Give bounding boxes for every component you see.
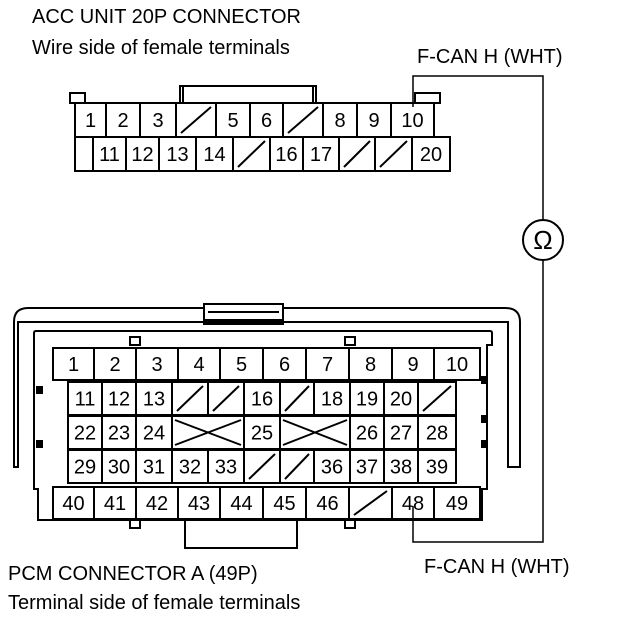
terminal-label: 25 bbox=[251, 423, 273, 445]
terminal-label: 13 bbox=[166, 144, 188, 166]
pcm-connector-subtitle: Terminal side of female terminals bbox=[8, 592, 301, 614]
empty-cavity-slash bbox=[176, 385, 204, 412]
terminal-label: 8 bbox=[365, 354, 376, 376]
terminal-label: 18 bbox=[321, 389, 343, 411]
ohmmeter-symbol bbox=[522, 219, 564, 261]
terminal-label: 22 bbox=[74, 423, 96, 445]
terminal-label: 26 bbox=[356, 423, 378, 445]
terminal-label: 40 bbox=[62, 493, 84, 515]
acc-connector-subtitle: Wire side of female terminals bbox=[32, 37, 290, 59]
empty-cavity-slash bbox=[379, 140, 408, 168]
terminal-label: 43 bbox=[188, 493, 210, 515]
terminal-label: 5 bbox=[227, 110, 238, 132]
terminal-label: 3 bbox=[152, 110, 163, 132]
terminal-label: 20 bbox=[390, 389, 412, 411]
terminal-label: 27 bbox=[390, 423, 412, 445]
terminal-label: 7 bbox=[322, 354, 333, 376]
terminal-label: 16 bbox=[275, 144, 297, 166]
blocked-cavity-x bbox=[174, 419, 242, 446]
terminal-label: 14 bbox=[203, 144, 225, 166]
terminal-label: 39 bbox=[426, 457, 448, 479]
terminal-label: 24 bbox=[143, 423, 165, 445]
acc-connector-title: ACC UNIT 20P CONNECTOR bbox=[32, 6, 301, 28]
terminal-label: 8 bbox=[334, 110, 345, 132]
empty-cavity-slash bbox=[237, 140, 266, 168]
acc-housing-outline bbox=[69, 85, 441, 137]
terminal-label: 4 bbox=[193, 354, 204, 376]
terminal-label: 33 bbox=[215, 457, 237, 479]
terminal-label: 12 bbox=[131, 144, 153, 166]
terminal-label: 10 bbox=[446, 354, 468, 376]
terminal-label: 9 bbox=[407, 354, 418, 376]
terminal-label: 42 bbox=[146, 493, 168, 515]
terminal-label: 12 bbox=[108, 389, 130, 411]
terminal-label: 5 bbox=[236, 354, 247, 376]
probe-wire bbox=[412, 75, 544, 543]
terminal-label: 19 bbox=[356, 389, 378, 411]
empty-cavity-slash bbox=[284, 453, 310, 480]
terminal-label: 36 bbox=[321, 457, 343, 479]
terminal-label: 20 bbox=[420, 144, 442, 166]
terminal-label: 1 bbox=[68, 354, 79, 376]
terminal-label: 30 bbox=[108, 457, 130, 479]
pcm-bottom-latch bbox=[184, 520, 298, 549]
empty-cavity-slash bbox=[284, 385, 310, 412]
terminal-label: 46 bbox=[316, 493, 338, 515]
terminal-label: 45 bbox=[273, 493, 295, 515]
empty-cavity-slash bbox=[287, 106, 319, 134]
terminal-label: 6 bbox=[261, 110, 272, 132]
terminal-label: 38 bbox=[390, 457, 412, 479]
empty-cavity-slash bbox=[212, 385, 240, 412]
terminal-label: 16 bbox=[251, 389, 273, 411]
terminal-label: 10 bbox=[401, 110, 423, 132]
terminal-label: 13 bbox=[143, 389, 165, 411]
terminal-label: 49 bbox=[446, 493, 468, 515]
terminal-label: 2 bbox=[109, 354, 120, 376]
terminal-label: 44 bbox=[230, 493, 252, 515]
probe-label-bottom: F-CAN H (WHT) bbox=[424, 556, 570, 578]
terminal-label: 48 bbox=[402, 493, 424, 515]
blocked-cavity-x bbox=[282, 419, 348, 446]
probe-label-top: F-CAN H (WHT) bbox=[417, 46, 563, 68]
terminal-label: 17 bbox=[310, 144, 332, 166]
terminal-label: 3 bbox=[151, 354, 162, 376]
empty-cavity-slash bbox=[343, 140, 371, 168]
terminal-label: 23 bbox=[108, 423, 130, 445]
ohmmeter-circuit: Ω bbox=[412, 75, 564, 543]
pcm-top-latch bbox=[203, 303, 284, 321]
empty-cavity-slash bbox=[422, 385, 452, 412]
terminal-label: 11 bbox=[75, 389, 96, 411]
terminal-label: 28 bbox=[426, 423, 448, 445]
terminal-label: 29 bbox=[74, 457, 96, 479]
terminal-label: 6 bbox=[279, 354, 290, 376]
terminal-label: 32 bbox=[179, 457, 201, 479]
pcm-inner-housing bbox=[33, 330, 493, 521]
empty-cavity-slash bbox=[248, 453, 276, 480]
terminal-label: 41 bbox=[104, 493, 126, 515]
pcm-connector-title: PCM CONNECTOR A (49P) bbox=[8, 563, 258, 585]
terminal-label: 11 bbox=[99, 144, 120, 166]
ohm-icon: Ω bbox=[533, 225, 552, 255]
pcm-outer-housing bbox=[13, 307, 521, 468]
empty-cavity-slash bbox=[353, 490, 388, 516]
terminal-label: 9 bbox=[368, 110, 379, 132]
terminal-label: 37 bbox=[356, 457, 378, 479]
terminal-label: 31 bbox=[143, 457, 165, 479]
terminal-label: 1 bbox=[85, 110, 96, 132]
empty-cavity-slash bbox=[180, 106, 212, 134]
terminal-label: 2 bbox=[117, 110, 128, 132]
